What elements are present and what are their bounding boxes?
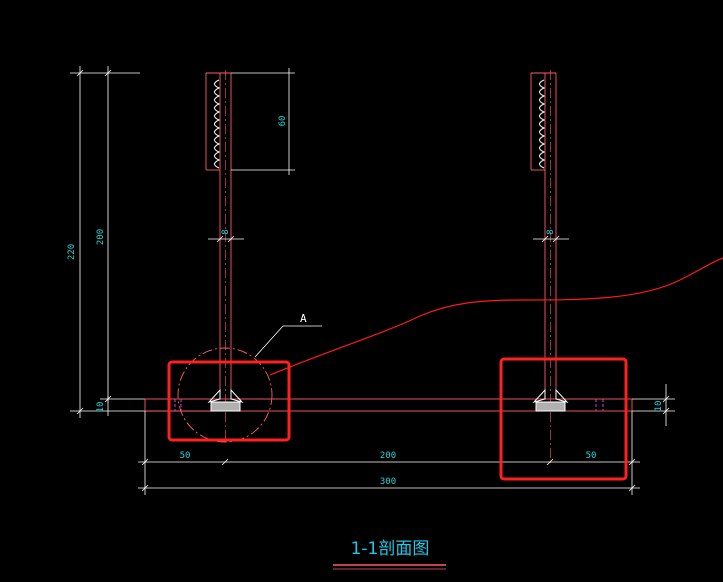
- dim-text-60: 60: [278, 116, 288, 127]
- right-post-thickness-dimension: [533, 235, 569, 243]
- left-post: [205, 72, 232, 395]
- vertical-dimension-10-right: [632, 384, 675, 426]
- left-post-thickness-dimension: [208, 235, 244, 243]
- dim-text-10-left: 10: [96, 402, 106, 413]
- dim-text-300: 300: [380, 477, 396, 487]
- section-title: 1-1剖面图: [351, 539, 430, 559]
- dim-text-220: 220: [67, 244, 77, 260]
- dim-text-8-right: 8: [546, 229, 556, 234]
- left-base-weld: [207, 388, 244, 412]
- dim-text-10-right: 10: [654, 401, 664, 412]
- hidden-lines-right: [595, 399, 604, 411]
- base-plate: [144, 398, 633, 412]
- right-post: [530, 72, 557, 395]
- hidden-lines-left: [174, 399, 182, 411]
- vertical-dimension-220: [70, 66, 215, 418]
- dim-text-50-left: 50: [180, 451, 191, 461]
- horizontal-dimension-chain: [138, 411, 640, 495]
- detail-a-label: A: [300, 312, 307, 325]
- highlight-box-left: [167, 360, 291, 442]
- detail-a-leader: [254, 325, 322, 358]
- highlight-box-right: [499, 357, 628, 481]
- dim-text-200-horizontal: 200: [380, 451, 396, 461]
- markup-leader-curve: [269, 257, 723, 376]
- right-base-weld: [532, 388, 569, 412]
- dim-text-200: 200: [96, 229, 106, 245]
- dim-text-8-left: 8: [221, 229, 231, 234]
- left-weld-60-dimension: [231, 68, 295, 175]
- title-underline: [333, 564, 446, 570]
- vertical-dimension-200: [100, 66, 145, 403]
- dim-text-50-right: 50: [586, 451, 597, 461]
- left-weld-bead: [214, 79, 221, 169]
- detail-a-circle: [177, 347, 273, 443]
- right-weld-bead: [539, 79, 546, 169]
